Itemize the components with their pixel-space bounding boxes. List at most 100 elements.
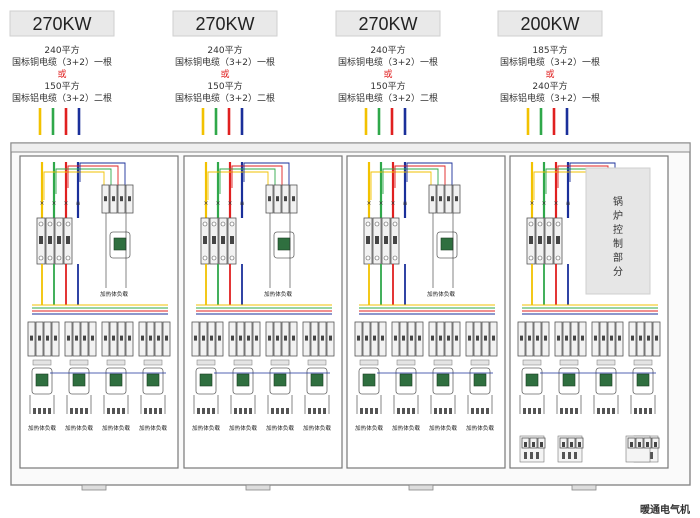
breaker-toggle xyxy=(394,335,397,341)
control-wire xyxy=(382,168,439,194)
breaker xyxy=(200,217,237,265)
breaker-toggle xyxy=(321,335,324,341)
cable-spec-line4: 国标铝电缆（3+2）二根 xyxy=(175,92,275,104)
meter xyxy=(232,367,254,395)
spare-terminal xyxy=(574,452,577,459)
load-terminal xyxy=(80,408,83,414)
breaker-toggle xyxy=(67,335,70,341)
terminal-block xyxy=(596,359,616,366)
breaker-toggle xyxy=(202,335,205,341)
breaker-screw xyxy=(65,255,71,261)
breaker-screw xyxy=(374,221,380,227)
branch-load-label: 加热体负载 xyxy=(429,424,457,432)
load-terminal xyxy=(249,408,252,414)
small-breaker xyxy=(428,184,461,214)
small-breaker xyxy=(428,321,461,357)
cabinet-foot xyxy=(571,484,597,491)
meter-display xyxy=(599,373,613,387)
meter-display xyxy=(399,373,413,387)
cable-spec-line3: 240平方 xyxy=(532,80,567,92)
cable-spec-line4: 国标铝电缆（3+2）一根 xyxy=(500,92,600,104)
load-terminal xyxy=(308,408,311,414)
load-terminal xyxy=(370,408,373,414)
load-terminal xyxy=(471,408,474,414)
branch-load-label: 加热体负载 xyxy=(139,424,167,432)
power-label-box xyxy=(172,10,278,37)
switch-symbol: × xyxy=(529,200,534,207)
breaker-toggle xyxy=(128,335,131,341)
breaker-toggle xyxy=(547,236,551,244)
small-breaker xyxy=(554,321,587,357)
breaker xyxy=(36,217,73,265)
branch-load-label: 加热体负载 xyxy=(229,424,257,432)
breaker-toggle xyxy=(247,335,250,341)
breaker-toggle xyxy=(418,335,421,341)
breaker-toggle xyxy=(492,335,495,341)
meter-display xyxy=(35,373,49,387)
meter-display xyxy=(236,373,250,387)
branch-load-label: 加热体负载 xyxy=(65,424,93,432)
meter-display xyxy=(109,373,123,387)
breaker-toggle xyxy=(556,236,560,244)
boiler-control-box xyxy=(585,167,651,295)
meter xyxy=(558,367,580,395)
breaker-toggle xyxy=(410,335,413,341)
meter xyxy=(521,367,543,395)
small-breaker xyxy=(228,321,261,357)
meter-display xyxy=(277,237,291,251)
spare-terminal xyxy=(536,452,539,459)
breaker-toggle xyxy=(203,236,207,244)
meter xyxy=(358,367,380,395)
breaker-toggle xyxy=(46,335,49,341)
breaker-screw xyxy=(56,255,62,261)
load-terminal xyxy=(48,408,51,414)
or-label: 或 xyxy=(57,68,66,80)
small-breaker xyxy=(191,321,224,357)
breaker-screw xyxy=(211,221,217,227)
load-terminal xyxy=(239,408,242,414)
boiler-control-char: 分 xyxy=(613,266,623,278)
breaker-toggle xyxy=(646,442,649,447)
meter xyxy=(109,231,131,259)
breaker-toggle xyxy=(439,196,442,202)
terminal-block xyxy=(32,359,52,366)
breaker-toggle xyxy=(57,236,61,244)
breaker-toggle xyxy=(104,335,107,341)
meter-display xyxy=(636,373,650,387)
meter-display xyxy=(72,373,86,387)
control-wire xyxy=(79,162,126,186)
cable-spec-line1: 240平方 xyxy=(370,44,405,56)
cabinet-foot xyxy=(81,484,107,491)
breaker-toggle xyxy=(594,335,597,341)
load-terminal xyxy=(43,408,46,414)
terminal-block xyxy=(559,359,579,366)
small-breaker xyxy=(521,437,546,449)
or-label: 或 xyxy=(383,68,392,80)
small-breaker xyxy=(354,321,387,357)
breaker-toggle xyxy=(557,335,560,341)
branch-load-label: 加热体负载 xyxy=(28,424,56,432)
terminal-block xyxy=(69,359,89,366)
breaker-toggle xyxy=(618,335,621,341)
breaker-toggle xyxy=(540,442,543,447)
breaker-toggle xyxy=(631,335,634,341)
load-terminal xyxy=(144,408,147,414)
boiler-control-char: 部 xyxy=(613,251,623,264)
load-terminal xyxy=(313,408,316,414)
control-wire xyxy=(43,171,105,200)
breaker-screw xyxy=(38,255,44,261)
breaker-toggle xyxy=(66,236,70,244)
breaker-toggle xyxy=(75,335,78,341)
control-wire xyxy=(219,168,276,194)
load-terminal xyxy=(397,408,400,414)
load-terminal xyxy=(528,408,531,414)
load-terminal xyxy=(281,408,284,414)
terminal-block xyxy=(633,359,653,366)
breaker-toggle xyxy=(48,236,52,244)
breaker-screw xyxy=(365,255,371,261)
small-breaker xyxy=(27,321,60,357)
breaker-toggle xyxy=(366,236,370,244)
power-label-box xyxy=(335,10,441,37)
